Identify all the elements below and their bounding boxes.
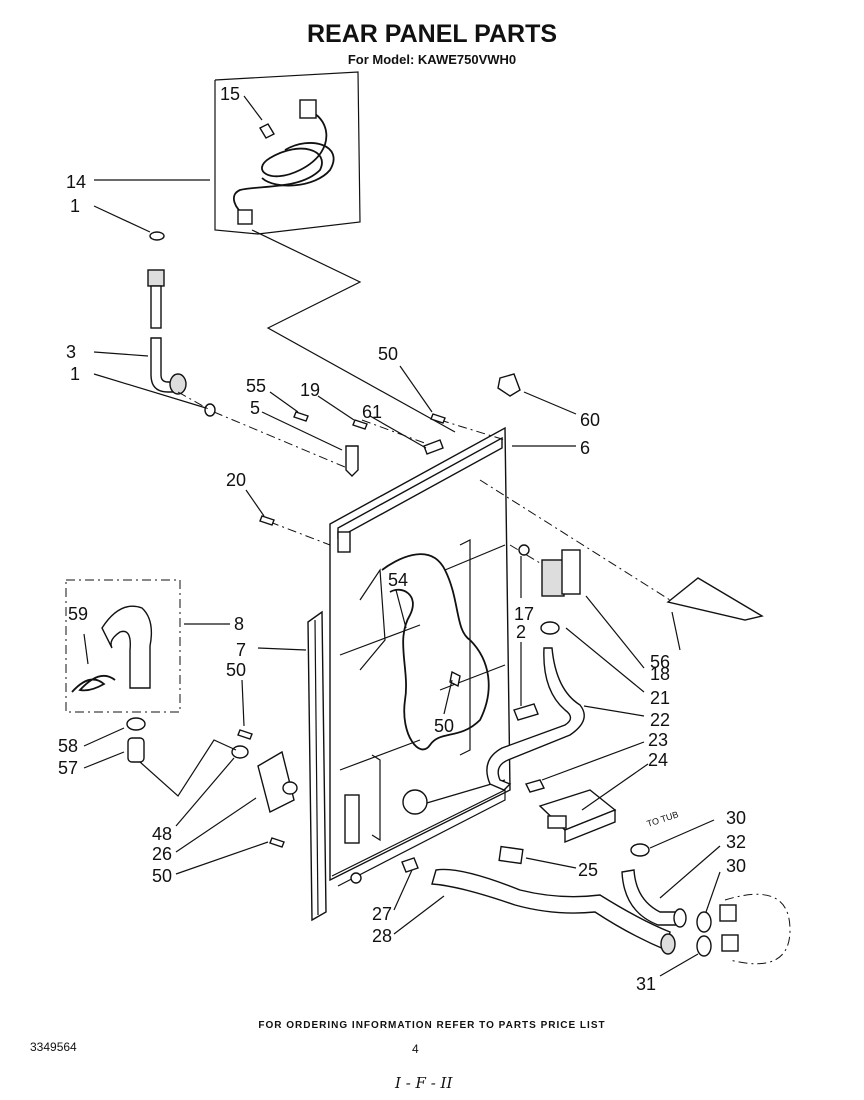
washer-1-bottom xyxy=(204,403,216,417)
screw-50-bottom xyxy=(269,837,285,848)
handwritten-mark: I - F - II xyxy=(395,1074,453,1092)
callout-28: 28 xyxy=(372,926,392,946)
callout-25: 25 xyxy=(578,860,598,880)
cord-clamp-icon xyxy=(237,209,253,225)
clamp-58 xyxy=(126,717,146,731)
callout-50-bottom: 50 xyxy=(152,866,172,886)
callout-58: 58 xyxy=(58,736,78,756)
callout-5: 5 xyxy=(250,398,260,418)
clip-61 xyxy=(423,439,444,455)
power-plug-icon xyxy=(299,99,317,119)
callout-20: 20 xyxy=(226,470,246,490)
hose-clip-59 xyxy=(71,674,116,693)
callout-54: 54 xyxy=(388,570,408,590)
callout-14: 14 xyxy=(66,172,86,192)
screw-50-top xyxy=(430,413,446,424)
callout-17: 17 xyxy=(514,604,534,624)
callout-60: 60 xyxy=(580,410,600,430)
callout-50-center: 50 xyxy=(434,716,454,736)
tub-hose-assembly: TO TUB xyxy=(621,809,791,965)
clamp-30-top xyxy=(630,843,650,857)
callout-24: 24 xyxy=(648,750,668,770)
callout-30-top: 30 xyxy=(726,808,746,828)
connector-57 xyxy=(127,737,145,763)
callout-59: 59 xyxy=(68,604,88,624)
screw-20 xyxy=(259,515,275,526)
screw-19 xyxy=(352,419,368,430)
clip-2 xyxy=(513,703,539,721)
model-subtitle: For Model: KAWE750VWH0 xyxy=(347,52,517,67)
callout-7: 7 xyxy=(236,640,246,660)
callout-31: 31 xyxy=(636,974,656,994)
callout-26: 26 xyxy=(152,844,172,864)
callout-18: 18 xyxy=(650,664,670,684)
clip-5 xyxy=(345,445,359,477)
callout-19: 19 xyxy=(300,380,320,400)
part-27-clip xyxy=(401,857,419,873)
callout-56: 56 xyxy=(650,652,670,672)
callout-labels: 15 14 1 3 1 50 55 19 5 61 60 6 20 59 8 7… xyxy=(58,84,746,994)
callout-50-top: 50 xyxy=(378,344,398,364)
drain-bracket xyxy=(231,745,298,814)
screw-50-left xyxy=(237,729,253,740)
part-23-clip xyxy=(524,779,546,793)
callout-61: 61 xyxy=(362,402,382,422)
callout-30-bottom: 30 xyxy=(726,856,746,876)
hose-coupling-icon xyxy=(147,269,165,287)
clamp-30-bottom xyxy=(696,911,712,933)
screw-50-center xyxy=(449,670,461,688)
to-tub-label: TO TUB xyxy=(646,809,680,829)
callout-1-top: 1 xyxy=(70,196,80,216)
callout-50-left: 50 xyxy=(226,660,246,680)
side-rail xyxy=(307,610,327,922)
callout-23: 23 xyxy=(648,730,668,750)
callout-1-bottom: 1 xyxy=(70,364,80,384)
washer-1-top xyxy=(149,231,165,241)
fill-hose-assembly xyxy=(147,231,216,417)
rear-panel xyxy=(329,426,511,887)
power-cord-inset xyxy=(214,71,361,235)
callout-21: 21 xyxy=(650,688,670,708)
part-56-bracket xyxy=(666,577,764,621)
clamp-31 xyxy=(696,935,712,957)
pressure-switch-bracket xyxy=(524,779,617,844)
callout-48: 48 xyxy=(152,824,172,844)
leader-lines xyxy=(83,95,721,977)
clamp-48 xyxy=(231,745,249,759)
water-valve xyxy=(518,544,581,635)
callout-27: 27 xyxy=(372,904,392,924)
callout-22: 22 xyxy=(650,710,670,730)
callout-2: 2 xyxy=(516,622,526,642)
screws xyxy=(237,411,461,848)
part-25 xyxy=(498,845,524,865)
page-number: 4 xyxy=(412,1042,419,1056)
callout-57: 57 xyxy=(58,758,78,778)
callout-55: 55 xyxy=(246,376,266,396)
hose-kit-inset xyxy=(65,579,181,763)
wiring-harness xyxy=(381,553,490,751)
ordering-note: FOR ORDERING INFORMATION REFER TO PARTS … xyxy=(258,1020,606,1031)
callout-8: 8 xyxy=(234,614,244,634)
document-number: 3349564 xyxy=(30,1040,77,1054)
callout-3: 3 xyxy=(66,342,76,362)
hose-clamp-21 xyxy=(540,621,560,635)
part-60-clip xyxy=(497,373,521,397)
callout-6: 6 xyxy=(580,438,590,458)
cord-strain-relief-icon xyxy=(259,123,275,139)
valve-screen-17 xyxy=(518,544,530,556)
screw-55 xyxy=(293,411,309,422)
drain-hose-kit-8 xyxy=(101,605,153,689)
page-title: REAR PANEL PARTS xyxy=(306,20,558,48)
callout-15: 15 xyxy=(220,84,240,104)
callout-32: 32 xyxy=(726,832,746,852)
fill-hose-22 xyxy=(486,647,585,791)
